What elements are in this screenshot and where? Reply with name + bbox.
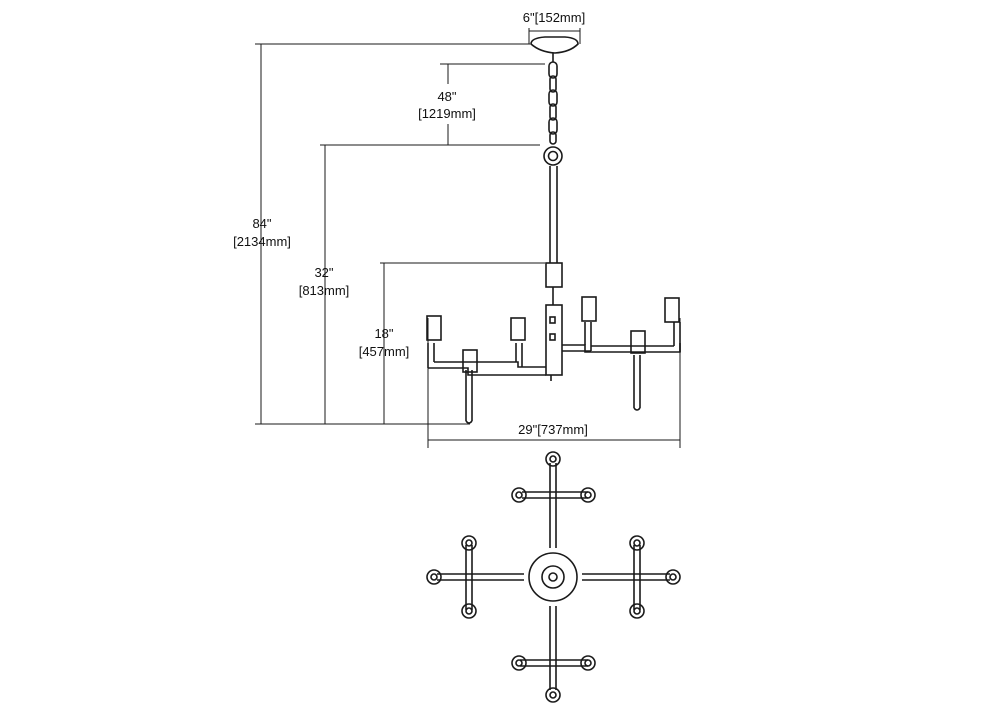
plan-cup-left-bottom <box>461 603 477 619</box>
candle-sleeve-2 <box>462 349 478 373</box>
fixture-height-mm-label: [813mm] <box>299 283 350 298</box>
overall-height-in-label: 84" <box>252 216 271 231</box>
plan-cup-right-bottom <box>629 603 645 619</box>
candle-sleeves <box>426 296 680 373</box>
plan-cup-right <box>665 569 681 585</box>
plan-cup-right-top <box>629 535 645 551</box>
body-height-in-label: 18" <box>374 326 393 341</box>
chain-length-mm-label: [1219mm] <box>418 106 476 121</box>
body-height-mm-label: [457mm] <box>359 344 410 359</box>
candle-sleeve-6 <box>664 297 680 323</box>
plan-cup-bottom-right <box>580 655 596 671</box>
side-elevation <box>427 36 681 424</box>
plan-candle-cups <box>426 451 681 703</box>
candle-sleeve-4 <box>581 296 597 322</box>
fixture-height-in-label: 32" <box>314 265 333 280</box>
center-hub <box>528 552 578 602</box>
candle-sleeve-3 <box>510 317 526 341</box>
plan-cup-bottom-left <box>511 655 527 671</box>
plan-cup-top <box>545 451 561 467</box>
canopy-shape <box>530 36 579 54</box>
candle-sleeve-5 <box>630 330 646 354</box>
chain-length-in-label: 48" <box>437 89 456 104</box>
plan-cup-left <box>426 569 442 585</box>
plan-cup-top-left <box>511 487 527 503</box>
plan-cup-top-right <box>580 487 596 503</box>
overall-height-mm-label: [2134mm] <box>233 234 291 249</box>
hanging-loop <box>543 146 563 166</box>
overall-width-label: 29"[737mm] <box>518 422 588 437</box>
canopy-width-label: 6"[152mm] <box>523 10 585 25</box>
dimension-lines <box>255 28 681 448</box>
chain <box>548 61 558 145</box>
plan-cup-bottom <box>545 687 561 703</box>
plan-cup-left-top <box>461 535 477 551</box>
candle-sleeve-1 <box>426 315 442 341</box>
plan-view <box>437 463 670 690</box>
central-body <box>545 304 563 376</box>
stem-coupler <box>545 262 563 288</box>
